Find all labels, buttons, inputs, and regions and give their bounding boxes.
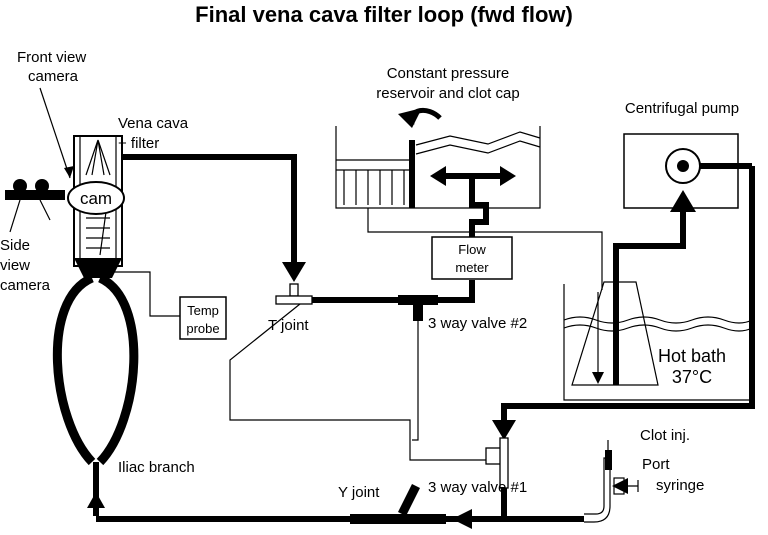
flow-meter-label-line1: Flow <box>458 242 486 257</box>
pump-rotor-center <box>677 160 689 172</box>
side-view-camera-label-line3: camera <box>0 277 51 294</box>
temp-probe-label-line2: probe <box>186 321 219 336</box>
stirrer-arrow-right <box>500 166 516 186</box>
front-camera-pointer-line <box>39 87 71 179</box>
temp-probe-wire <box>106 271 180 317</box>
cam-label: cam <box>80 189 112 208</box>
y-joint-body <box>350 514 446 524</box>
side-view-camera-label-line1: Side <box>0 237 30 254</box>
hot-bath <box>563 281 753 401</box>
t-joint <box>275 283 313 305</box>
hot-bath-label-line1: Hot bath <box>658 346 726 366</box>
vena-cava-label-line1: Vena cava <box>118 115 189 132</box>
valve2-label: 3 way valve #2 <box>428 315 527 332</box>
vena-cava-label-line2: + filter <box>118 135 159 152</box>
tube-vena-to-tjoint <box>122 154 297 262</box>
temp-probe-label-line1: Temp <box>187 303 219 318</box>
temp-probe-box <box>179 296 227 340</box>
front-view-camera-label-line2: camera <box>28 68 79 85</box>
stirrer-arrow-left <box>430 166 446 186</box>
tube-bath-to-pump <box>613 210 686 385</box>
diagram-title: Final vena cava filter loop (fwd flow) <box>195 2 573 27</box>
valve2-bypass-thin-tube <box>412 332 419 441</box>
tube-valve1-to-yjoint-arrow <box>452 509 472 529</box>
syringe-label: syringe <box>656 477 704 494</box>
front-view-camera-label-line1: Front view <box>17 49 86 66</box>
side-camera-icon <box>5 179 65 233</box>
clot-cap-arrowhead <box>398 108 422 128</box>
tube-bath-to-pump-arrow <box>670 190 696 212</box>
flow-meter-label-line2: meter <box>455 260 489 275</box>
port-syringe-arrow <box>612 478 628 494</box>
side-view-camera-label-line2: view <box>0 257 30 274</box>
flow-meter-box <box>431 236 513 280</box>
constant-pressure-reservoir <box>335 126 603 290</box>
y-joint-label: Y joint <box>338 484 380 501</box>
three-way-valve-1 <box>485 437 509 489</box>
tube-vena-to-tjoint-arrow <box>282 262 306 282</box>
cam-lens <box>67 181 125 215</box>
iliac-branch-left <box>52 273 96 466</box>
valve1-label: 3 way valve #1 <box>428 479 527 496</box>
bypass-thin-tube <box>229 303 486 461</box>
t-joint-label: T joint <box>268 317 309 334</box>
reservoir-label-line1: Constant pressure <box>387 65 510 82</box>
port-label: Port <box>642 456 670 473</box>
reservoir-label-line2: reservoir and clot cap <box>376 85 519 102</box>
clot-inj-label: Clot inj. <box>640 427 690 444</box>
y-joint-branch <box>398 484 420 516</box>
front-camera-pointer-arrowhead <box>64 166 74 178</box>
hot-bath-label-line2: 37°C <box>672 367 712 387</box>
iliac-branch-right <box>96 273 139 466</box>
tube-pump-to-valve1-arrow <box>492 420 516 440</box>
clot-injection-port <box>584 440 639 523</box>
iliac-flow-arrow <box>87 492 105 508</box>
centrifugal-pump-label: Centrifugal pump <box>625 100 739 117</box>
three-way-valve-2 <box>398 295 438 321</box>
tube-flowmeter-to-reservoir <box>469 178 489 237</box>
tube-valve2-to-flowmeter <box>438 280 475 303</box>
iliac-branch-label: Iliac branch <box>118 459 195 476</box>
